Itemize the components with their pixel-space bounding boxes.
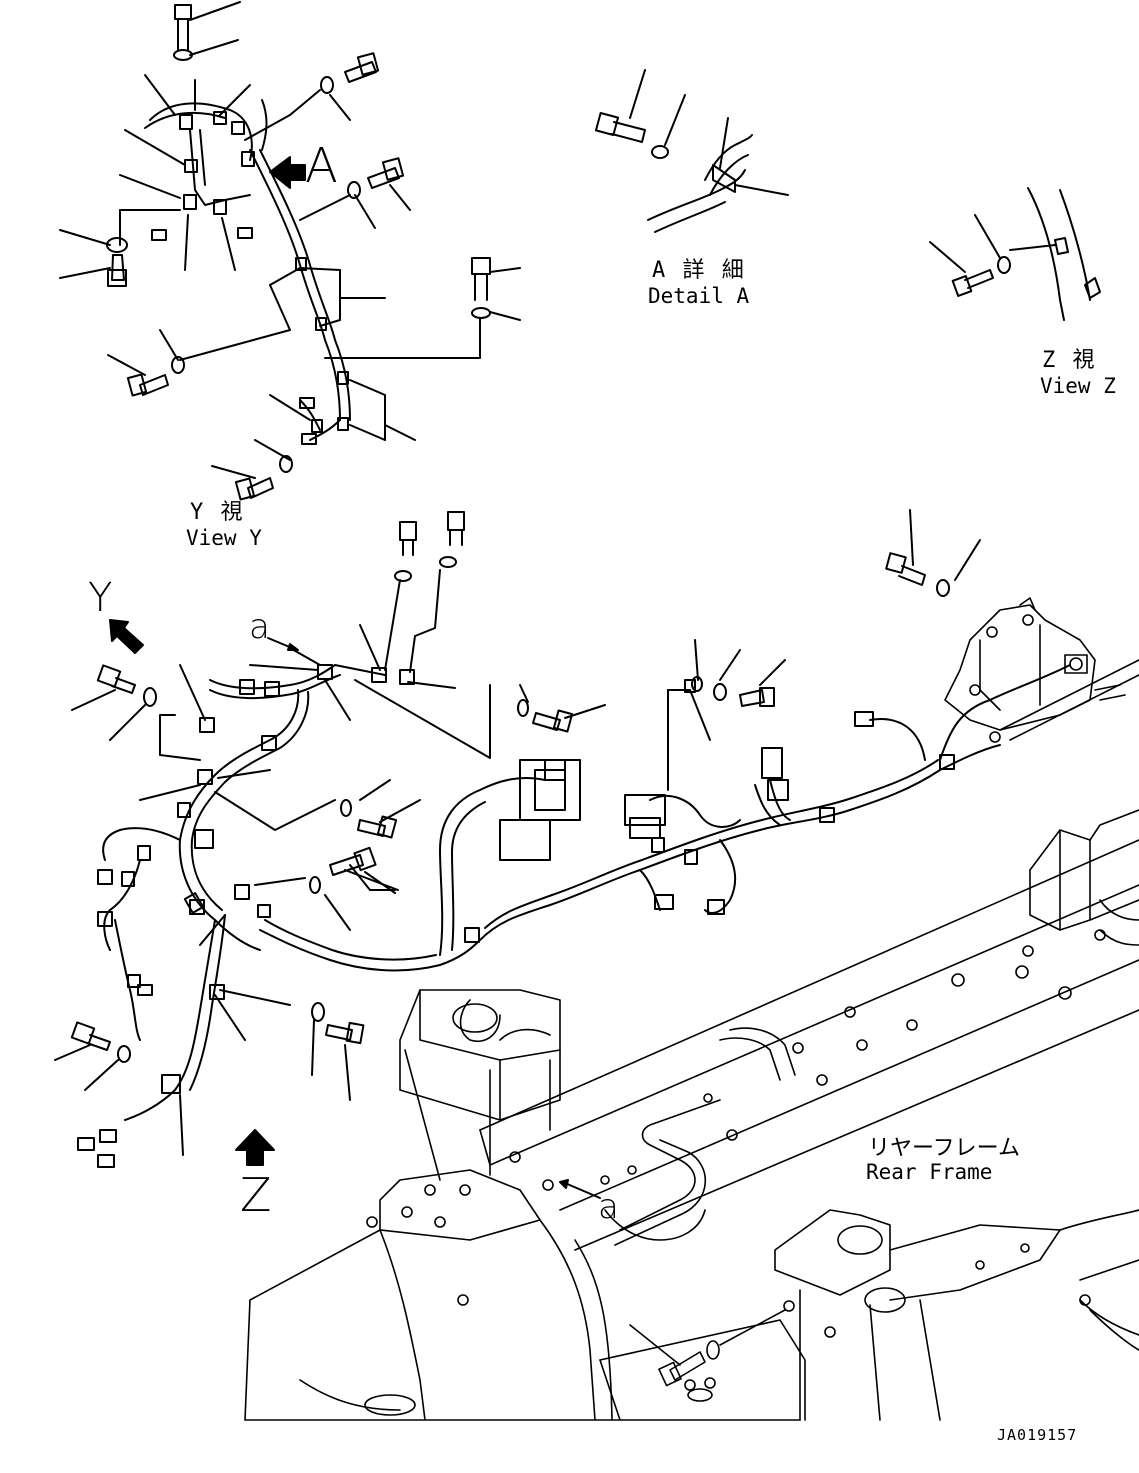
bolt-icon	[329, 846, 377, 876]
bolt-icon	[471, 257, 491, 301]
rear-frame-caption-en: Rear Frame	[866, 1160, 993, 1184]
callout-arrow-a: A	[305, 138, 338, 194]
detail-a-caption-en: Detail A	[648, 284, 750, 308]
bolt-icon	[532, 709, 574, 733]
detail-a	[594, 69, 789, 233]
bolt-icon	[96, 664, 136, 694]
main-harness	[54, 509, 1071, 1199]
bolt-icon	[174, 4, 192, 51]
view-y-detail	[59, 1, 521, 501]
bolt-icon	[367, 157, 405, 189]
detail-a-caption-jp: A 詳 細	[652, 258, 746, 283]
bolt-icon	[447, 511, 465, 546]
rear-frame-caption-jp: リヤーフレーム	[868, 1136, 1021, 1161]
callout-arrow-y: Y	[88, 575, 113, 621]
bolt-icon	[126, 373, 169, 397]
view-y-caption-jp: Y 視	[190, 500, 245, 525]
bolt-icon	[234, 477, 274, 501]
bolt-icon	[70, 1021, 111, 1051]
bolt-icon	[357, 815, 398, 839]
callout-mark-a: a	[598, 1187, 619, 1227]
bolt-icon	[658, 1351, 706, 1387]
bolt-icon	[739, 687, 775, 707]
bolt-icon	[399, 521, 417, 556]
rear-frame	[244, 809, 1139, 1421]
view-z-detail	[929, 187, 1101, 321]
drawing-number: JA019157	[997, 1426, 1078, 1444]
bolt-icon	[107, 254, 127, 287]
callout-mark-a: a	[249, 607, 270, 647]
bolt-icon	[344, 52, 380, 83]
bolt-icon	[325, 1021, 365, 1045]
view-y-caption-en: View Y	[186, 526, 262, 550]
callout-arrow-z: Z	[240, 1168, 272, 1222]
bolt-icon	[885, 552, 926, 586]
view-z-caption-jp: Z 視	[1042, 348, 1097, 373]
right-assembly	[944, 597, 1139, 743]
view-z-caption-en: View Z	[1040, 374, 1116, 398]
